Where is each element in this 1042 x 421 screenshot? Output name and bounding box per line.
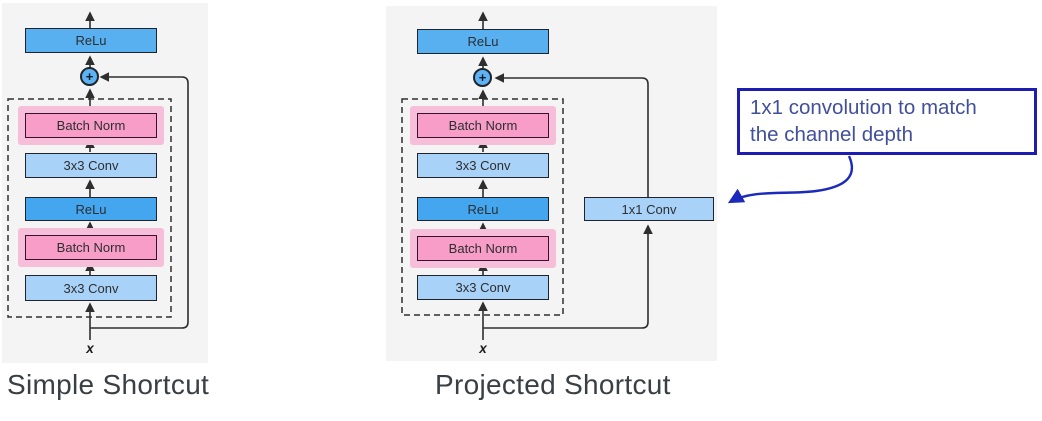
right-diagram-panel bbox=[386, 6, 717, 361]
right-bn-bottom-block: Batch Norm bbox=[417, 236, 549, 261]
left-bn-bottom-block: Batch Norm bbox=[25, 235, 157, 260]
right-bn-bottom-label: Batch Norm bbox=[448, 241, 518, 256]
right-conv-bottom-label: 3x3 Conv bbox=[455, 280, 511, 295]
left-diagram-panel bbox=[2, 3, 208, 363]
plus-icon: + bbox=[85, 69, 94, 84]
left-conv-top-label: 3x3 Conv bbox=[63, 158, 119, 173]
right-projection-conv-block: 1x1 Conv bbox=[584, 197, 714, 221]
annotation-line-2: the channel depth bbox=[750, 122, 913, 146]
right-conv-top-block: 3x3 Conv bbox=[417, 153, 549, 178]
right-output-relu-label: ReLu bbox=[467, 34, 499, 49]
right-output-relu-block: ReLu bbox=[417, 29, 549, 54]
left-input-x-label: x bbox=[86, 341, 94, 356]
left-conv-bottom-label: 3x3 Conv bbox=[63, 280, 119, 296]
right-relu-mid-block: ReLu bbox=[417, 197, 549, 221]
right-conv-bottom-block: 3x3 Conv bbox=[417, 275, 549, 300]
left-bn-top-label: Batch Norm bbox=[56, 118, 126, 133]
annotation-line-1: 1x1 convolution to match bbox=[750, 96, 977, 119]
right-bn-top-block: Batch Norm bbox=[417, 113, 549, 138]
annotation-callout: 1x1 convolution to match the channel dep… bbox=[737, 88, 1037, 155]
left-output-relu-label: ReLu bbox=[75, 33, 107, 48]
left-bn-bottom-label: Batch Norm bbox=[56, 240, 126, 255]
left-relu-mid-label: ReLu bbox=[75, 201, 107, 217]
left-diagram-title: Simple Shortcut bbox=[7, 369, 210, 400]
right-diagram-title: Projected Shortcut bbox=[435, 369, 671, 400]
right-bn-top-label: Batch Norm bbox=[448, 118, 518, 133]
left-bn-top-block: Batch Norm bbox=[25, 113, 157, 138]
right-conv-top-label: 3x3 Conv bbox=[455, 158, 511, 173]
right-add-node: + bbox=[473, 68, 492, 87]
left-conv-top-block: 3x3 Conv bbox=[25, 153, 157, 178]
plus-icon: + bbox=[478, 70, 487, 85]
right-input-x-label: x bbox=[479, 341, 487, 356]
annotation-curved-arrow bbox=[727, 155, 854, 204]
left-conv-bottom-block: 3x3 Conv bbox=[25, 275, 157, 301]
left-output-relu-block: ReLu bbox=[25, 28, 157, 53]
left-add-node: + bbox=[80, 67, 99, 86]
left-relu-mid-block: ReLu bbox=[25, 197, 157, 221]
right-relu-mid-label: ReLu bbox=[467, 201, 499, 217]
right-projection-conv-label: 1x1 Conv bbox=[621, 201, 677, 217]
